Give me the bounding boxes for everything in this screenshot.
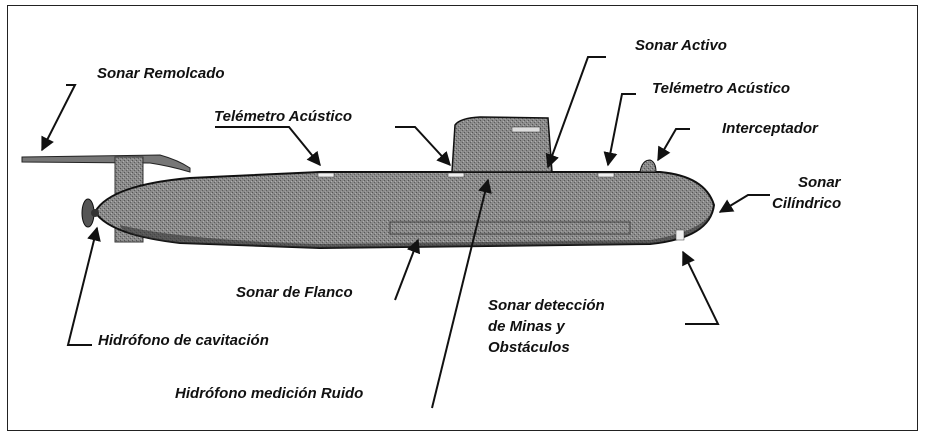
arrow-telemetro-1 xyxy=(215,126,321,167)
label-sonar-flanco: Sonar de Flanco xyxy=(236,284,353,301)
label-hidrofono-ruido: Hidrófono medición Ruido xyxy=(175,385,363,402)
interceptor-mast xyxy=(639,159,657,173)
label-sonar-cilindrico-line1: Sonar xyxy=(798,174,842,191)
arrow-telemetro-1b xyxy=(395,126,451,167)
arrow-sonar-flanco xyxy=(394,238,421,301)
label-sonar-remolcado: Sonar Remolcado xyxy=(97,65,225,82)
arrow-hidrofono-cavitacion xyxy=(66,226,101,346)
label-sonar-cilindrico-line2: Cilíndrico xyxy=(772,195,841,212)
label-hidrofono-cavitacion: Hidrófono de cavitación xyxy=(98,332,269,349)
label-sonar-minas-line1: Sonar detección xyxy=(488,297,605,314)
leader-lines xyxy=(41,56,770,409)
label-interceptador: Interceptador xyxy=(722,120,819,137)
labels: Sonar Remolcado Telémetro Acústico Sonar… xyxy=(97,37,842,402)
submarine xyxy=(21,116,716,250)
sail xyxy=(451,116,553,173)
flank-sonar-array xyxy=(389,221,631,235)
label-sonar-minas-line2: de Minas y xyxy=(488,318,565,335)
arrow-sonar-activo xyxy=(545,56,606,169)
label-sonar-minas-line3: Obstáculos xyxy=(488,339,570,356)
arrow-sonar-minas xyxy=(682,250,720,325)
arrow-interceptador xyxy=(657,128,690,162)
label-telemetro-acustico-1: Telémetro Acústico xyxy=(214,108,352,125)
towed-sonar-tube xyxy=(21,154,191,173)
arrow-sonar-cilindrico xyxy=(718,194,770,213)
label-telemetro-acustico-2: Telémetro Acústico xyxy=(652,80,790,97)
arrow-sonar-remolcado xyxy=(41,84,77,152)
arrow-telemetro-2 xyxy=(603,93,636,167)
arrow-hidrofono-ruido xyxy=(431,178,492,409)
label-sonar-activo: Sonar Activo xyxy=(635,37,727,54)
